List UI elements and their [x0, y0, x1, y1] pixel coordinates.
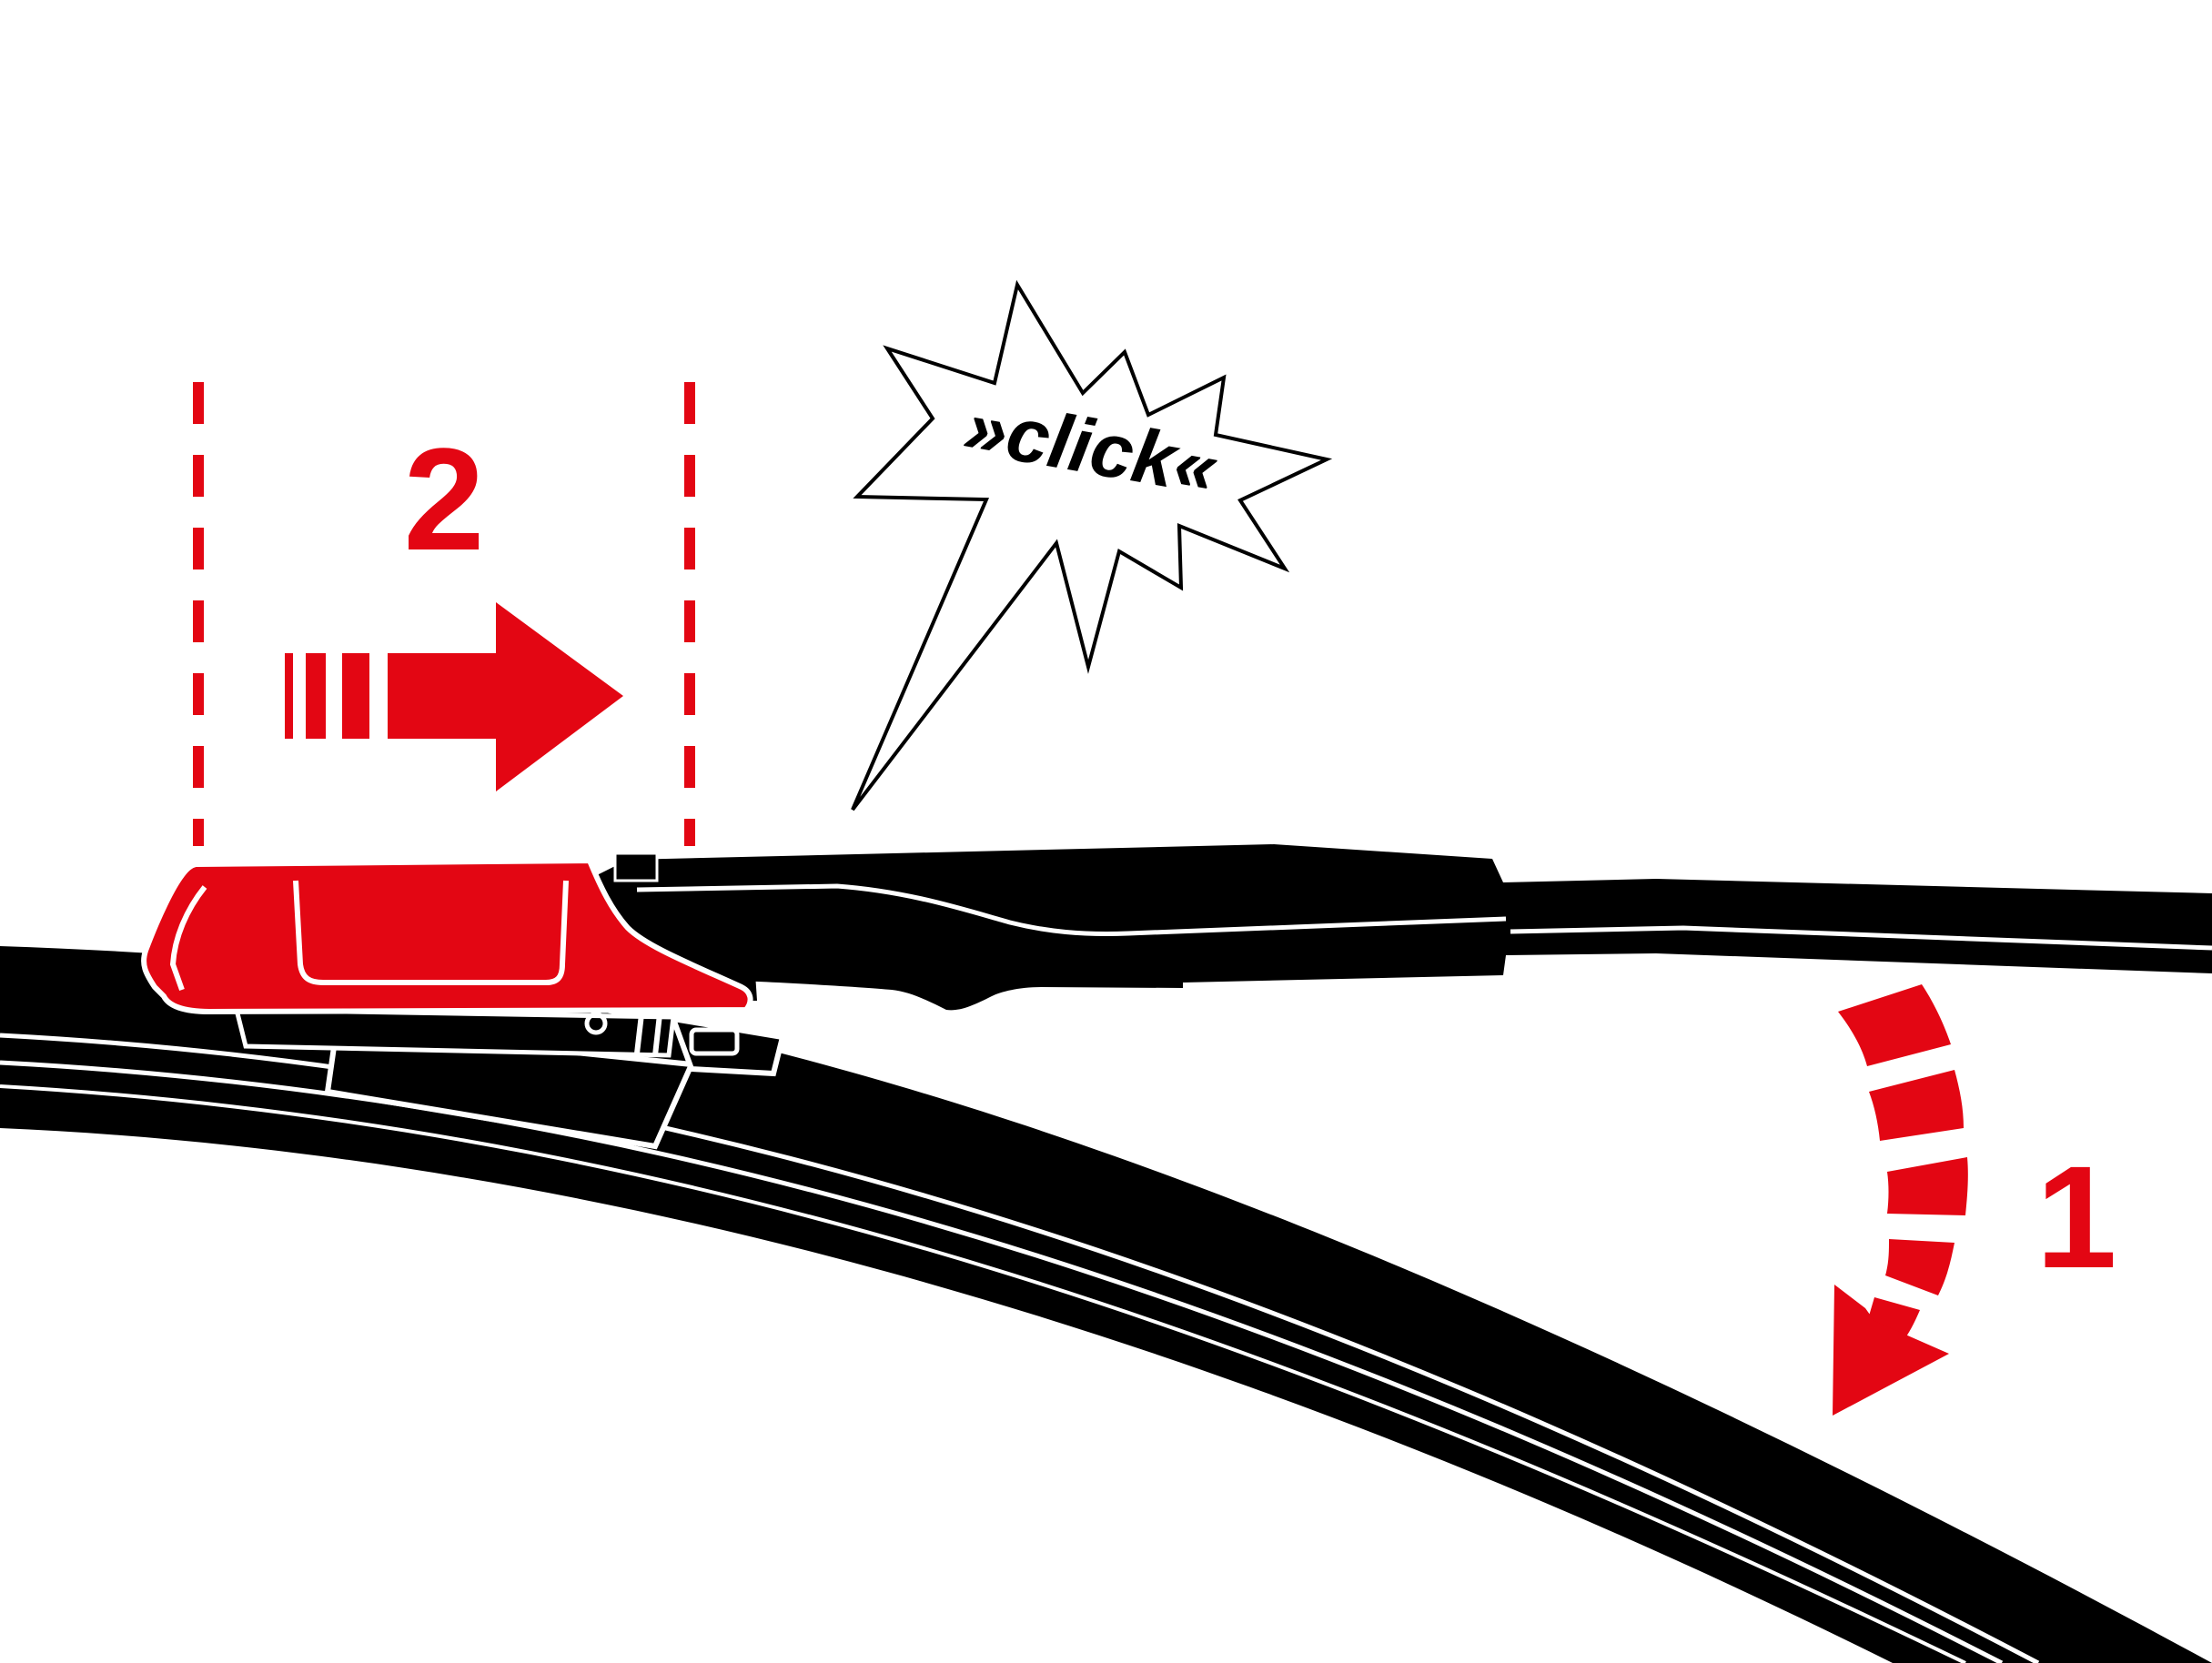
wiper-blade-stripe-1: [0, 1033, 2040, 1663]
arc-segment-3: [1887, 1157, 1968, 1215]
arrow-right-icon: [285, 602, 623, 791]
red-clip: [141, 857, 753, 1015]
wiper-arm-tab: [613, 852, 659, 882]
adapter-pin: [584, 1012, 608, 1035]
step-1-indicator: 1: [1833, 984, 2116, 1416]
wiper-arm: [455, 844, 2212, 1011]
curved-dashed-arrow-down-icon: [1833, 984, 1968, 1416]
arc-segment-2: [1869, 1070, 1964, 1141]
wiper-arm-highlight-upper: [636, 883, 1507, 936]
step-2-label: 2: [404, 418, 485, 580]
adapter-assembly: [233, 1007, 786, 1150]
starburst-speech-bubble-icon: [851, 279, 1333, 811]
motion-line-1: [285, 653, 293, 739]
arc-segment-4: [1885, 1239, 1954, 1295]
adapter-window: [689, 1027, 740, 1056]
click-sound-burst: »click«: [851, 279, 1333, 811]
wiper-blade-stripe-3: [0, 1084, 1966, 1663]
step-1-label: 1: [2036, 1135, 2117, 1298]
adapter-rib-1: [634, 1013, 644, 1054]
red-clip-front-edge: [169, 885, 207, 992]
wiper-arm-highlight-lower: [1510, 925, 2212, 951]
adapter-latch: [669, 1015, 786, 1077]
adapter-rib-2: [652, 1013, 662, 1056]
arc-arrowhead: [1833, 1285, 1949, 1416]
step-2-indicator: 2: [193, 382, 695, 846]
adapter-connector-details: [233, 1007, 676, 1058]
arc-segment-1: [1838, 984, 1951, 1066]
motion-line-2: [306, 653, 326, 739]
arrow-right-shape: [388, 602, 623, 791]
motion-line-3: [342, 653, 369, 739]
red-clip-recess: [293, 880, 569, 985]
